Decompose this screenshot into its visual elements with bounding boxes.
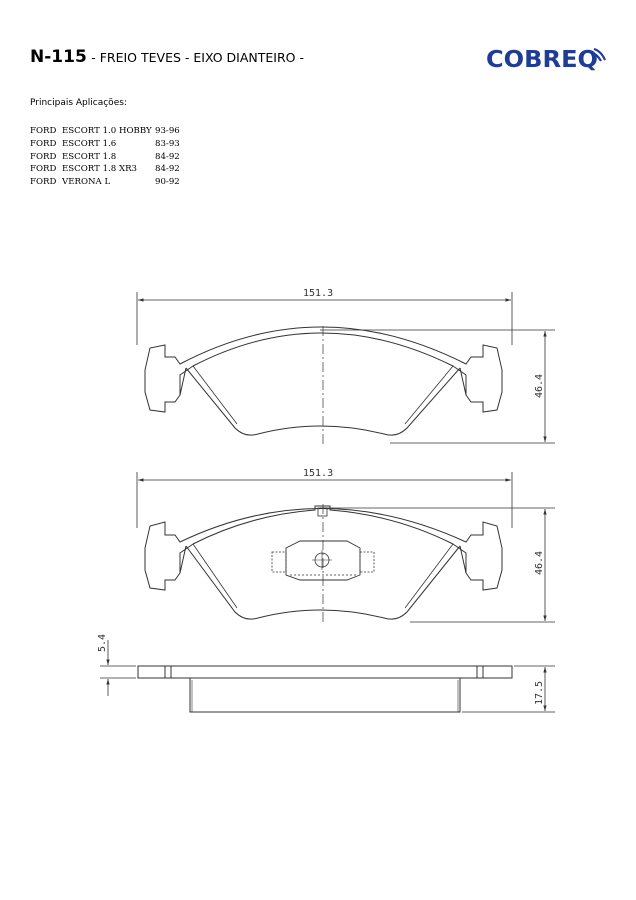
years-cell: 83-93 [155, 138, 180, 149]
make-cell: FORD [30, 151, 57, 162]
years-cell: 90-92 [155, 177, 180, 188]
page-header: N-115 - FREIO TEVES - EIXO DIANTEIRO - [30, 47, 304, 67]
model-cell: ESCORT 1.6 [62, 138, 117, 149]
table-row: FORD ESCORT 1.8 84-92 [30, 151, 180, 164]
back-height-label: 46.4 [534, 551, 545, 575]
applications-table: FORD ESCORT 1.0 HOBBY 93-96 FORD ESCORT … [30, 125, 180, 189]
model-cell: ESCORT 1.8 [62, 151, 117, 162]
model-cell: ESCORT 1.0 HOBBY [62, 126, 152, 136]
logo-text: COBREQ [486, 47, 598, 73]
make-cell: FORD [30, 177, 57, 188]
applications-heading: Principais Aplicações: [30, 98, 127, 108]
part-title: - FREIO TEVES - EIXO DIANTEIRO - [91, 50, 304, 65]
years-cell: 84-92 [155, 151, 180, 162]
table-row: FORD ESCORT 1.6 83-93 [30, 138, 180, 151]
model-cell: VERONA L [62, 177, 111, 188]
table-row: FORD ESCORT 1.8 XR3 84-92 [30, 163, 180, 176]
backing-thickness-label: 5.4 [97, 634, 108, 652]
part-code: N-115 [30, 47, 87, 67]
top-height-label: 46.4 [534, 374, 545, 398]
make-cell: FORD [30, 126, 57, 136]
pad-front-view [136, 292, 555, 444]
model-cell: ESCORT 1.8 XR3 [62, 164, 138, 175]
total-thickness-label: 17.5 [534, 681, 545, 705]
pad-back-view [136, 472, 555, 624]
make-cell: FORD [30, 164, 57, 175]
table-row: FORD VERONA L 90-92 [30, 176, 180, 189]
pad-side-view [100, 640, 555, 713]
make-cell: FORD [30, 138, 57, 149]
years-cell: 84-92 [155, 164, 180, 175]
table-row: FORD ESCORT 1.0 HOBBY 93-96 [30, 125, 180, 138]
cobreq-logo: COBREQ [486, 47, 606, 73]
back-width-label: 151.3 [303, 468, 333, 479]
years-cell: 93-96 [155, 126, 180, 136]
top-width-label: 151.3 [303, 288, 333, 299]
